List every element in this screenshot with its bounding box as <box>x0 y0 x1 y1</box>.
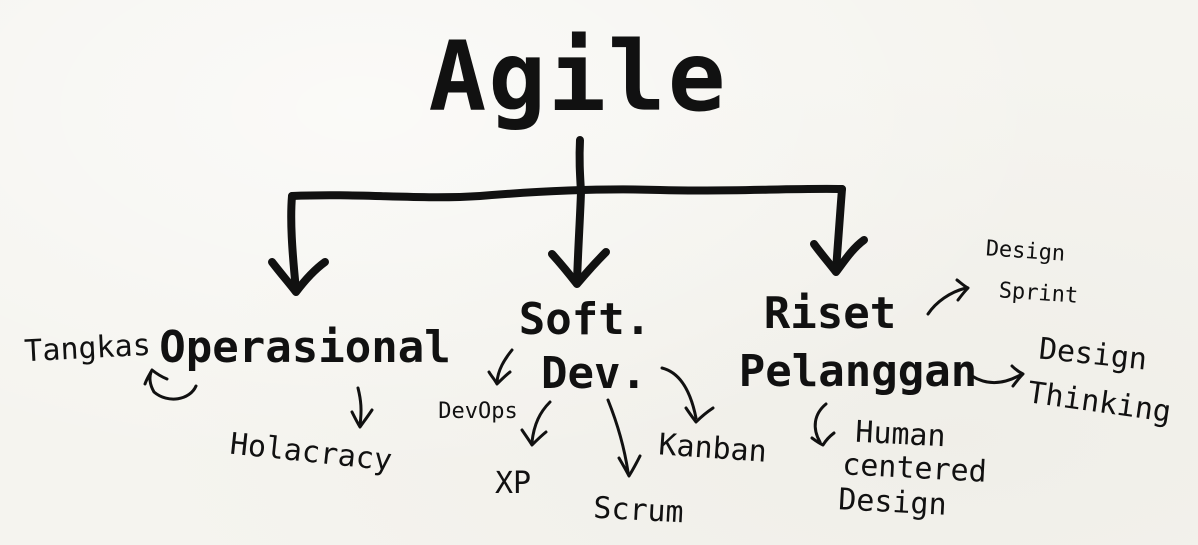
operasional-label: Operasional <box>159 322 450 373</box>
xp-arrowhead <box>520 428 548 447</box>
design-thinking-arrow <box>970 372 1024 384</box>
devops-arrow <box>495 348 514 384</box>
devops-arrowhead <box>487 370 512 386</box>
human-centered-arrow <box>813 402 828 444</box>
scrum-arrowhead <box>617 454 642 478</box>
human-centered-label-line2: centered <box>841 447 987 490</box>
holacracy-arrow <box>356 386 363 427</box>
softdev-label-line2: Dev. <box>541 348 647 399</box>
human-centered-label-line3: Design <box>837 482 947 523</box>
design-thinking-arrowhead <box>1010 364 1025 388</box>
kanban-arrowhead <box>684 406 715 424</box>
operasional-arrowhead <box>268 258 329 296</box>
scrum-label: Scrum <box>592 491 684 531</box>
design-sprint-label-line2: Sprint <box>998 278 1079 308</box>
kanban-arrow <box>660 366 698 420</box>
scrum-arrow <box>606 398 630 474</box>
tangkas-label: Tangkas <box>23 328 151 370</box>
riset-label-line2: Pelanggan <box>739 346 977 397</box>
tangkas-arrowhead <box>143 368 169 386</box>
design-thinking-label-line1: Design <box>1037 331 1148 377</box>
kanban-label: Kanban <box>657 427 768 469</box>
human-centered-label-line1: Human <box>854 415 946 455</box>
operasional-connector <box>287 192 300 294</box>
trunk-line <box>575 136 585 196</box>
riset-connector <box>832 185 846 274</box>
design-sprint-arrowhead <box>955 278 970 302</box>
horizontal-bar <box>288 184 846 202</box>
xp-label: XP <box>495 466 531 501</box>
holacracy-arrowhead <box>350 408 374 429</box>
design-sprint-arrow <box>926 286 968 316</box>
riset-arrowhead <box>810 236 868 276</box>
xp-arrow <box>530 400 552 444</box>
tangkas-arrow <box>148 370 198 401</box>
human-centered-arrowhead <box>810 431 836 447</box>
softdev-label-line1: Soft. <box>519 294 651 345</box>
holacracy-label: Holacracy <box>228 427 393 479</box>
devops-label: DevOps <box>438 399 517 424</box>
softdev-arrowhead <box>548 248 610 288</box>
design-sprint-label-line1: Design <box>985 236 1066 266</box>
diagram-title: Agile <box>429 21 728 133</box>
riset-label-line1: Riset <box>764 288 896 339</box>
design-thinking-label-line2: Thinking <box>1025 375 1173 430</box>
softdev-connector <box>573 188 585 286</box>
